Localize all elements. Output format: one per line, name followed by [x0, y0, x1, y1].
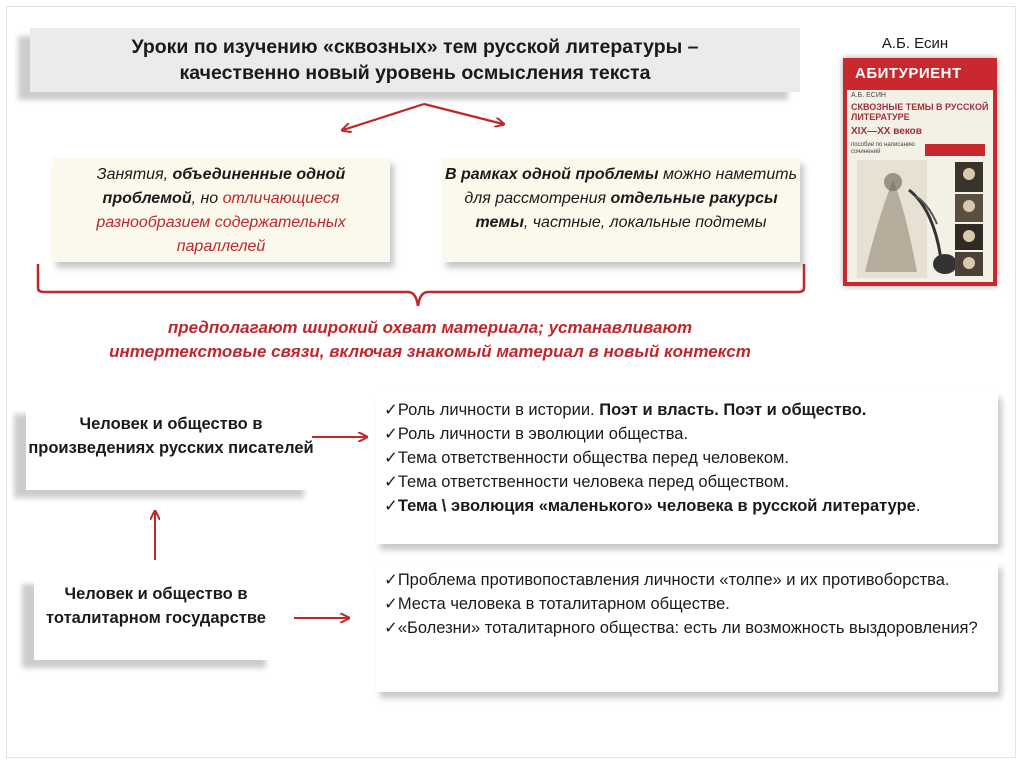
book-cover-author: А.Б. ЕСИН: [851, 92, 886, 99]
text-part: Занятия,: [97, 166, 173, 183]
list-item-text: ✓Роль личности в истории.: [384, 401, 599, 419]
book-cover-illustration: [857, 160, 985, 278]
book-cover-badge: [925, 144, 985, 156]
list-item: ✓Тема \ эволюция «маленького» человека в…: [384, 494, 990, 518]
list-item: ✓Роль личности в эволюции общества.: [384, 422, 990, 446]
implication-line-1: предполагают широкий охват материала; ус…: [168, 318, 692, 337]
topic-label-russian-writers: Человек и общество в произведениях русск…: [26, 406, 316, 460]
list-item: ✓«Болезни» тоталитарного общества: есть …: [384, 616, 990, 640]
topic-label-totalitarian-state: Человек и общество в тоталитарном госуда…: [34, 576, 278, 630]
book-brand: АБИТУРИЕНТ: [845, 60, 995, 88]
author-caption: А.Б. Есин: [845, 35, 985, 52]
box-combined-lessons: Занятия, объединенные одной проблемой, н…: [52, 158, 390, 262]
list-item: ✓Тема ответственности общества перед чел…: [384, 446, 990, 470]
topic-box-totalitarian-state: Человек и общество в тоталитарном госуда…: [34, 576, 278, 660]
list-item: ✓Тема ответственности человека перед общ…: [384, 470, 990, 494]
book-cover-image: АБИТУРИЕНТ А.Б. ЕСИН СКВОЗНЫЕ ТЕМЫ В РУС…: [843, 58, 997, 286]
text-part-bold: В рамках одной проблемы: [445, 166, 659, 183]
list-item: ✓Проблема противопоставления личности «т…: [384, 568, 990, 592]
box-one-problem-text: В рамках одной проблемы можно наметить д…: [442, 158, 800, 235]
title-box: Уроки по изучению «сквозных» тем русской…: [30, 28, 800, 92]
box-one-problem: В рамках одной проблемы можно наметить д…: [442, 158, 800, 262]
list-item: ✓Места человека в тоталитарном обществе.: [384, 592, 990, 616]
list-item-bold: Поэт и власть. Поэт и общество.: [599, 401, 866, 419]
text-part: , частные, локальные подтемы: [524, 214, 767, 231]
topic-box-russian-writers: Человек и общество в произведениях русск…: [26, 406, 316, 490]
book-cover-note: пособие по написанию сочинений: [851, 142, 921, 156]
title-line-1: Уроки по изучению «сквозных» тем русской…: [131, 36, 698, 58]
subtopics-list-1: ✓Роль личности в истории. Поэт и власть.…: [376, 392, 998, 544]
page-title: Уроки по изучению «сквозных» тем русской…: [30, 28, 800, 86]
subtopics-list-2: ✓Проблема противопоставления личности «т…: [376, 562, 998, 692]
text-part: , но: [192, 190, 223, 207]
implication-text: предполагают широкий охват материала; ус…: [20, 316, 840, 364]
book-cover-centuries: XIX—XX веков: [851, 126, 922, 137]
implication-line-2: интертекстовые связи, включая знакомый м…: [109, 342, 751, 361]
list-item-bold: ✓Тема \ эволюция «маленького» человека в…: [384, 497, 916, 515]
list-item: ✓Роль личности в истории. Поэт и власть.…: [384, 398, 990, 422]
box-combined-lessons-text: Занятия, объединенные одной проблемой, н…: [52, 158, 390, 259]
book-cover: А.Б. ЕСИН СКВОЗНЫЕ ТЕМЫ В РУССКОЙ ЛИТЕРА…: [847, 90, 993, 282]
book-cover-title: СКВОЗНЫЕ ТЕМЫ В РУССКОЙ ЛИТЕРАТУРЕ: [851, 102, 989, 122]
title-line-2: качественно новый уровень осмысления тек…: [180, 62, 651, 84]
list-item-text: .: [916, 497, 921, 515]
